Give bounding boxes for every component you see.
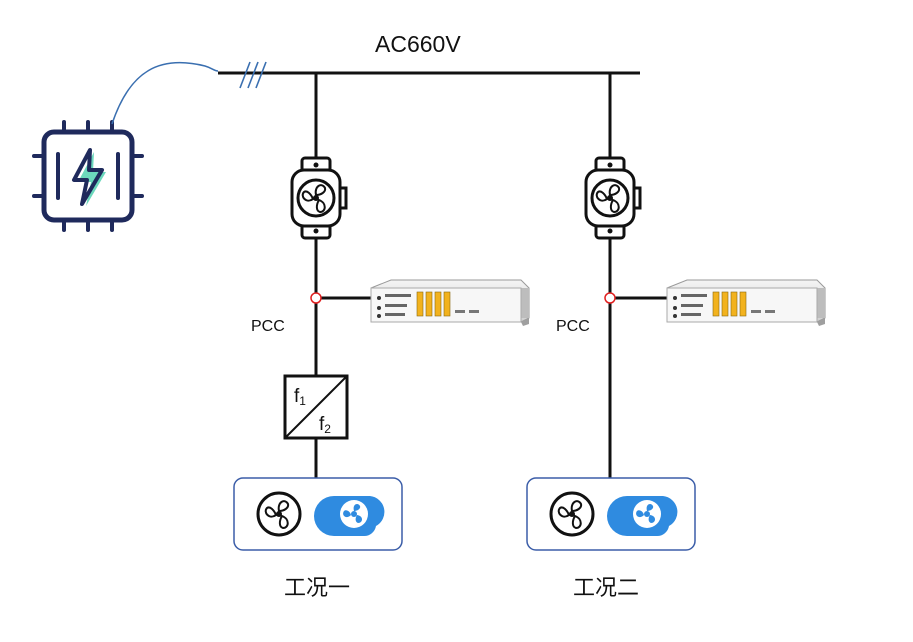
chip-power-icon [32, 120, 144, 232]
svg-text:f2: f2 [319, 414, 331, 436]
pcc-label: PCC [251, 318, 285, 335]
freq-bottom-sub: 2 [324, 422, 331, 436]
case-label-2: 工况二 [573, 576, 640, 601]
load-box-1 [234, 478, 402, 550]
pcc-point [604, 292, 616, 304]
frequency-converter: f1 f2 [283, 374, 349, 440]
power-analyzer-icon [370, 279, 530, 327]
cooling-fan-unit-icon [586, 158, 640, 238]
pcc-point [310, 292, 322, 304]
cooling-fan-unit-icon [292, 158, 346, 238]
freq-bottom-label: f [319, 414, 325, 435]
bus-voltage-label: AC660V [375, 31, 461, 57]
case-label-1: 工况一 [284, 576, 351, 601]
load-box-2 [527, 478, 695, 550]
cable-line [111, 61, 219, 125]
svg-text:f1: f1 [294, 386, 306, 408]
power-analyzer-icon [666, 279, 826, 327]
freq-top-sub: 1 [299, 394, 306, 408]
three-phase-marks [239, 61, 267, 89]
pcc-label: PCC [556, 318, 590, 335]
freq-top-label: f [294, 386, 300, 407]
